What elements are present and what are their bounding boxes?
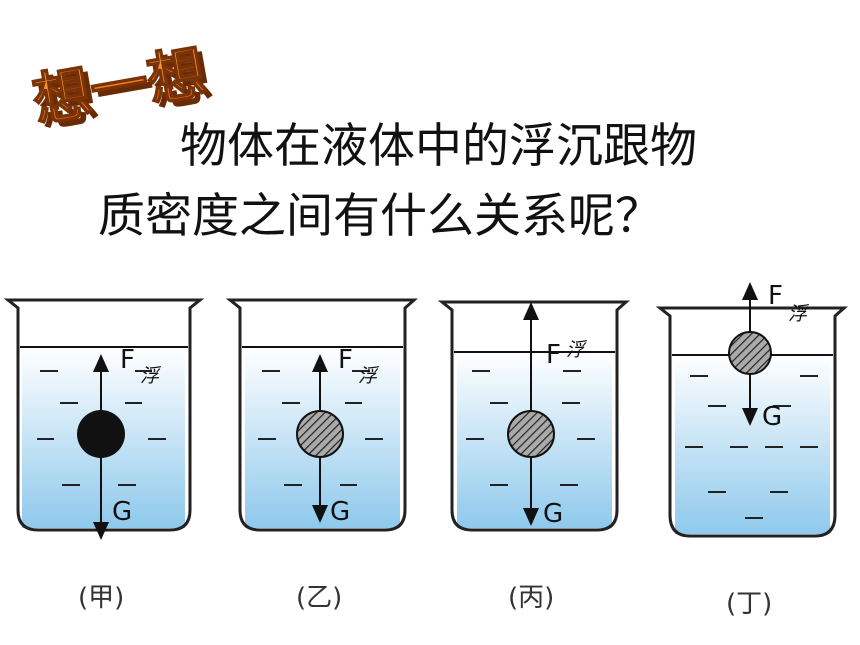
beaker-yi: F 浮 G (乙) <box>225 298 418 613</box>
question-line-2: 质密度之间有什么关系呢？ <box>98 189 662 244</box>
beaker-bing-liquid-dashes <box>466 370 595 486</box>
beaker-bing-gravity-label: G <box>543 499 563 529</box>
beaker-yi-caption: (乙) <box>296 583 342 613</box>
beaker-yi-gravity-label: G <box>330 497 350 527</box>
beaker-bing-glass <box>437 300 630 532</box>
beaker-ding-buoyancy-subscript: 浮 <box>788 303 810 325</box>
beaker-ding-ball <box>728 331 772 375</box>
heading-badge: 想一想 想一想 <box>28 37 217 140</box>
beaker-bing-buoyancy-label: F <box>546 340 561 370</box>
beaker-bing: F 浮 G (丙) <box>437 300 630 613</box>
beaker-ding-water <box>675 355 830 534</box>
beaker-bing-ball <box>507 410 555 458</box>
beaker-yi-buoyancy-subscript: 浮 <box>358 365 380 387</box>
beaker-yi-glass <box>225 298 418 532</box>
beaker-ding-glass <box>655 306 848 538</box>
beaker-ding: F 浮 G (丁) <box>655 281 848 619</box>
beaker-jia-buoyancy-label: F <box>120 345 135 375</box>
beaker-ding-gravity-label: G <box>762 402 782 432</box>
beaker-diagram: F 浮 G (甲) F 浮 G (乙) <box>3 281 848 619</box>
beaker-yi-liquid-dashes <box>258 370 383 486</box>
beaker-jia-buoyancy-subscript: 浮 <box>140 365 162 387</box>
beaker-ding-liquid-dashes <box>685 375 818 519</box>
beaker-jia: F 浮 G (甲) <box>3 298 205 613</box>
beaker-jia-gravity-label: G <box>112 497 132 527</box>
question-line-1: 物体在液体中的浮沉跟物 <box>180 119 697 174</box>
beaker-ding-caption: (丁) <box>726 589 772 619</box>
beaker-jia-glass <box>3 298 205 532</box>
beaker-ding-buoyancy-label: F <box>768 281 783 311</box>
beaker-yi-ball <box>296 410 344 458</box>
beaker-bing-caption: (丙) <box>508 583 554 613</box>
beaker-yi-buoyancy-label: F <box>338 345 353 375</box>
beaker-bing-buoyancy-subscript: 浮 <box>566 339 588 361</box>
beaker-jia-ball <box>77 410 125 458</box>
beaker-jia-caption: (甲) <box>78 583 124 613</box>
beaker-jia-liquid-dashes <box>37 370 166 486</box>
